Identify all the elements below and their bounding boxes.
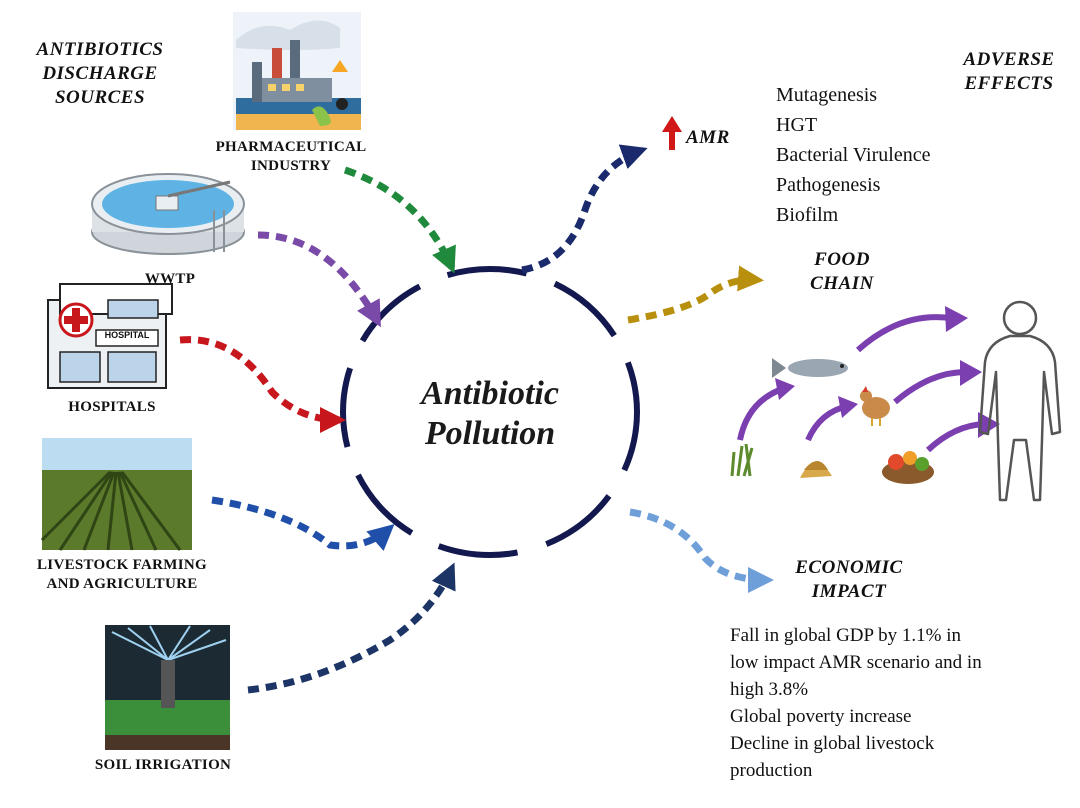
center-title-line-1: Antibiotic (421, 375, 559, 412)
economic-heading-line-2: IMPACT (811, 581, 887, 602)
sources-heading: ANTIBIOTICS DISCHARGE SOURCES (20, 38, 180, 110)
economic-impact-line: production (730, 760, 813, 781)
economic-impact-heading: ECONOMIC IMPACT (776, 556, 922, 604)
plant-icon (730, 443, 754, 477)
pharmaceutical-label-line-2: INDUSTRY (250, 158, 332, 174)
sources-heading-line-2: DISCHARGE (42, 63, 158, 84)
amr-up-icon (662, 116, 682, 150)
center-title-line-2: Pollution (424, 415, 556, 452)
arrow-soil (247, 562, 456, 694)
adverse-effects-list: Mutagenesis HGT Bacterial Virulence Path… (776, 80, 930, 230)
adverse-effect-item: HGT (776, 114, 818, 136)
grain-icon (800, 461, 832, 478)
adverse-effects-heading: ADVERSE EFFECTS (944, 48, 1074, 96)
economic-heading-line-1: ECONOMIC (795, 557, 903, 578)
economic-impact-line: Global poverty increase (730, 706, 912, 727)
sources-heading-line-1: ANTIBIOTICS (36, 39, 164, 60)
economic-impact-line: Decline in global livestock (730, 733, 935, 754)
livestock-label-line-1: LIVESTOCK FARMING (37, 557, 207, 573)
arrow-wwtp (257, 231, 382, 328)
vegetables-icon (882, 451, 934, 484)
pharmaceutical-industry-icon (233, 12, 361, 130)
arrow-hospitals (179, 336, 346, 433)
center-title: Antibiotic Pollution (380, 374, 600, 454)
human-body-icon (978, 300, 1062, 502)
wwtp-label: WWTP (144, 271, 196, 287)
crop-field-icon (40, 438, 192, 551)
arrow-food-chain (627, 265, 764, 324)
adverse-effect-item: Pathogenesis (776, 174, 881, 196)
adverse-heading-line-2: EFFECTS (964, 73, 1054, 94)
adverse-effect-item: Bacterial Virulence (776, 144, 931, 166)
food-chain-heading: FOOD CHAIN (790, 248, 894, 296)
hospitals-label: HOSPITALS (68, 399, 156, 415)
adverse-effect-item: Mutagenesis (776, 84, 878, 106)
pharmaceutical-label: PHARMACEUTICAL INDUSTRY (186, 138, 396, 176)
sprinkler-icon (105, 625, 230, 750)
livestock-label-line-2: AND AGRICULTURE (46, 576, 198, 592)
hospital-sign-label: HOSPITAL (104, 330, 150, 340)
economic-impact-line: low impact AMR scenario and in (730, 652, 982, 673)
arrow-livestock (211, 496, 395, 551)
amr-label: AMR (686, 127, 730, 148)
food-chain-heading-line-2: CHAIN (810, 273, 874, 294)
wwtp-tank-icon (91, 173, 245, 255)
fish-icon (772, 358, 848, 378)
arrow-amr (521, 144, 648, 274)
soil-irrigation-label: SOIL IRRIGATION (94, 757, 232, 773)
arrow-pharmaceutical (343, 166, 456, 274)
sources-heading-line-3: SOURCES (54, 87, 146, 108)
livestock-label: LIVESTOCK FARMING AND AGRICULTURE (12, 556, 232, 594)
chicken-icon (860, 386, 890, 426)
arrow-economic (629, 508, 774, 593)
economic-impact-line: high 3.8% (730, 679, 809, 700)
food-chain-heading-line-1: FOOD (814, 249, 870, 270)
adverse-effect-item: Biofilm (776, 204, 839, 226)
pharmaceutical-label-line-1: PHARMACEUTICAL (215, 139, 367, 155)
hospital-building-icon (47, 283, 173, 389)
food-chain-arrows (737, 306, 1000, 453)
economic-impact-line: Fall in global GDP by 1.1% in (730, 625, 961, 646)
economic-impact-list: Fall in global GDP by 1.1% in low impact… (730, 622, 982, 784)
adverse-heading-line-1: ADVERSE (963, 49, 1055, 70)
